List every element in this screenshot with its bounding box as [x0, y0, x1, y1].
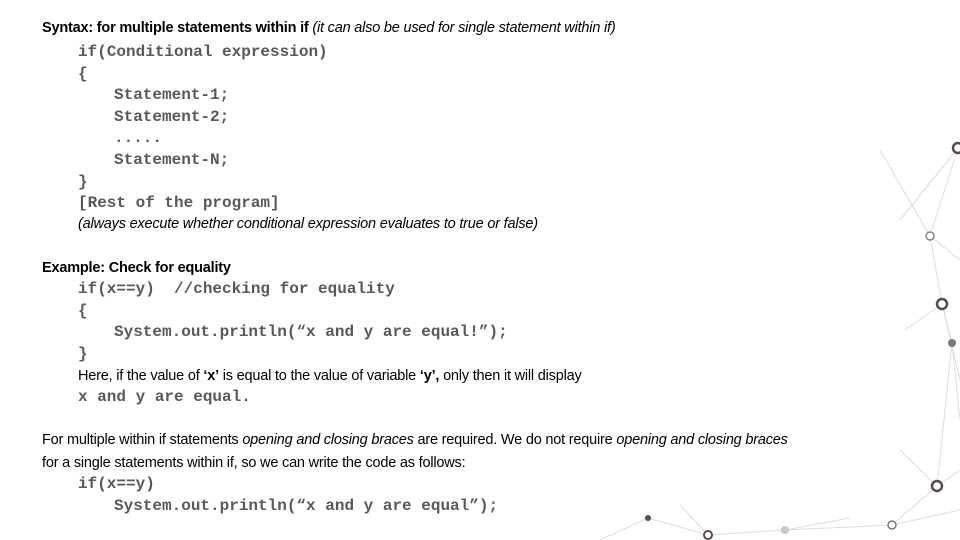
example-code-open-brace: { — [78, 302, 88, 320]
code-if-conditional: if(Conditional expression) — [78, 43, 328, 61]
code-statement-1: Statement-1; — [114, 86, 230, 104]
braces-note-line-1: For multiple within if statements openin… — [42, 432, 788, 448]
code-rest-of-program: [Rest of the program] — [78, 194, 280, 212]
example-code-close-brace: } — [78, 345, 88, 363]
code-open-brace: { — [78, 65, 88, 83]
code-dots: ..... — [114, 129, 163, 147]
syntax-heading: Syntax: for multiple statements within i… — [42, 20, 309, 36]
braces-note-1c: are required. We do not require — [413, 432, 617, 448]
braces-note-line-2: for a single statements within if, so we… — [42, 455, 466, 471]
braces-note-1b: opening and closing braces — [242, 432, 414, 448]
explain-x: ‘x’ — [203, 368, 219, 384]
code-statement-n: Statement-N; — [114, 151, 230, 169]
braces-note-1a: For multiple within if statements — [42, 432, 243, 448]
example-output: x and y are equal. — [78, 388, 251, 406]
explain-part-1: Here, if the value of — [78, 368, 204, 384]
final-code-println: System.out.println(“x and y are equal”); — [114, 497, 499, 515]
code-close-brace: } — [78, 173, 88, 191]
syntax-note: (always execute whether conditional expr… — [78, 216, 538, 232]
example-code-println: System.out.println(“x and y are equal!”)… — [114, 323, 508, 341]
final-code-if: if(x==y) — [78, 475, 155, 493]
explain-y: ‘y’, — [419, 368, 440, 384]
example-explanation: Here, if the value of ‘x’ is equal to th… — [78, 368, 582, 384]
example-code-if: if(x==y) //checking for equality — [78, 280, 395, 298]
code-statement-2: Statement-2; — [114, 108, 230, 126]
example-heading: Example: Check for equality — [42, 260, 231, 276]
braces-note-1d: opening and closing braces — [616, 432, 788, 448]
syntax-heading-line: Syntax: for multiple statements within i… — [42, 20, 616, 36]
explain-part-2: is equal to the value of variable — [218, 368, 420, 384]
syntax-heading-note: (it can also be used for single statemen… — [312, 20, 616, 36]
explain-part-3: only then it will display — [439, 368, 582, 384]
